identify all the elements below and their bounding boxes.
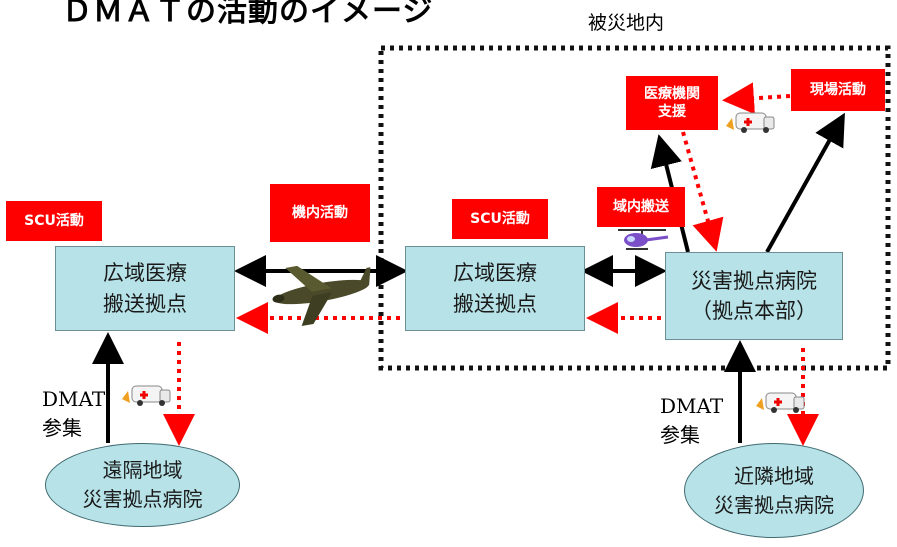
arrow-hospital-to-field [765, 112, 845, 253]
disaster-zone-label: 被災地内 [588, 12, 665, 34]
helicopter-icon [618, 229, 669, 250]
tag-field-activity: 現場活動 [791, 69, 885, 111]
node-remote-hospital-line1: 遠隔地域 [102, 458, 183, 482]
tag-scu-mid: SCU活動 [452, 199, 548, 239]
tag-regional-transport: 域内搬送 [597, 187, 685, 227]
dmat-left-line2: 参集 [42, 416, 82, 440]
node-left-hub-line1: 広域医療 [103, 261, 187, 286]
dmat-left-line1: DMAT [42, 387, 106, 411]
arrow-red-support-to-hospital [681, 131, 724, 252]
node-remote-hospital-line2: 災害拠点病院 [82, 487, 203, 511]
node-mid-hub-line2: 搬送拠点 [453, 291, 537, 316]
diagram-title: ＤＭＡＴの活動のイメージ [62, 0, 434, 29]
dmat-right-line2: 参集 [660, 423, 700, 447]
dmat-right-line1: DMAT [660, 394, 724, 418]
node-disaster-hospital: 災害拠点病院 （拠点本部） [665, 252, 843, 340]
node-disaster-hospital-line1: 災害拠点病院 [691, 268, 817, 293]
ambulance-icon [756, 392, 805, 413]
tag-scu-left-label: SCU活動 [24, 212, 84, 229]
node-left-hub-line2: 搬送拠点 [103, 291, 187, 316]
node-mid-hub: 広域医療 搬送拠点 [405, 246, 585, 331]
dmat-right-label: DMAT 参集 [660, 392, 723, 450]
tag-medical-support-line2: 支援 [658, 104, 686, 120]
ambulance-icon [726, 112, 775, 133]
tag-scu-mid-label: SCU活動 [470, 210, 530, 227]
tag-scu-left: SCU活動 [6, 201, 102, 241]
node-remote-hospital: 遠隔地域 災害拠点病院 [45, 443, 240, 527]
node-nearby-hospital: 近隣地域 災害拠点病院 [684, 443, 864, 538]
tag-field-activity-label: 現場活動 [810, 81, 866, 98]
node-nearby-hospital-line2: 災害拠点病院 [714, 492, 834, 517]
node-mid-hub-line1: 広域医療 [453, 261, 537, 286]
airplane-icon [272, 265, 371, 327]
tag-medical-support-line1: 医療機関 [644, 85, 700, 102]
ambulance-icon [122, 385, 171, 406]
tag-inflight: 機内活動 [270, 184, 370, 242]
tag-medical-support: 医療機関 支援 [626, 76, 718, 130]
arrow-red-field-to-support [722, 82, 791, 115]
node-nearby-hospital-line1: 近隣地域 [734, 463, 814, 488]
node-disaster-hospital-line2: （拠点本部） [691, 299, 817, 323]
dmat-left-label: DMAT 参集 [42, 385, 105, 443]
tag-regional-transport-label: 域内搬送 [613, 198, 669, 215]
disaster-zone-frame [378, 45, 891, 371]
tag-inflight-label: 機内活動 [292, 204, 348, 221]
node-left-hub: 広域医療 搬送拠点 [55, 246, 235, 331]
